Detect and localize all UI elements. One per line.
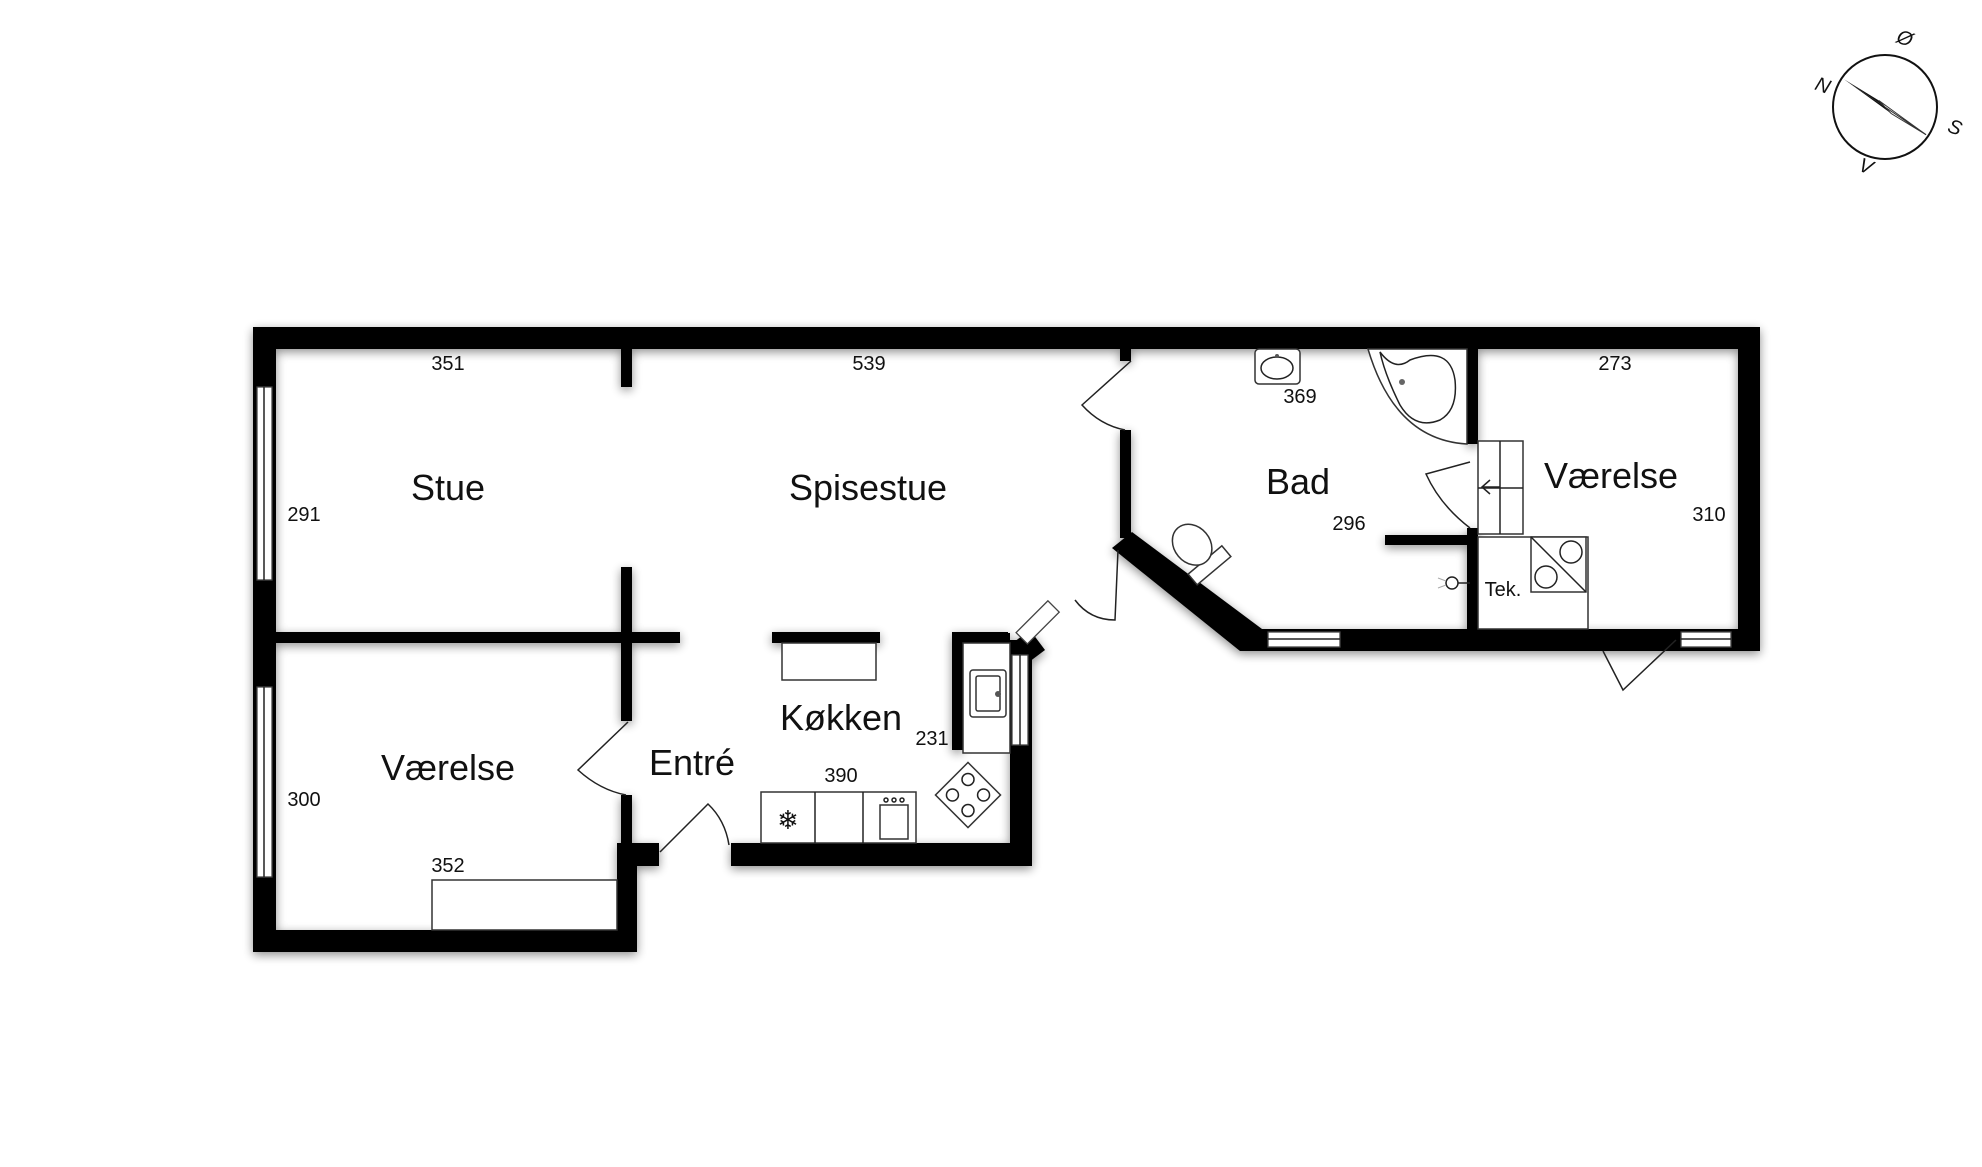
- fixtures: ❄: [431, 348, 1589, 931]
- dim-vaerelse-left-depth: 300: [287, 789, 320, 811]
- closet-icon: [1477, 440, 1524, 535]
- room-stue: Stue: [411, 467, 485, 508]
- room-labels: Stue Spisestue Værelse Entré Køkken Bad …: [381, 455, 1678, 788]
- door-swing-bad: [1424, 461, 1471, 529]
- walls: [253, 327, 1760, 952]
- dim-bad-width: 369: [1283, 386, 1316, 408]
- compass-north: N: [1812, 73, 1834, 99]
- dim-kokken-depth: 231: [915, 728, 948, 750]
- compass-east: Ø: [1893, 26, 1917, 53]
- room-vaerelse-right: Værelse: [1544, 455, 1678, 496]
- dim-stue-width: 351: [431, 353, 464, 375]
- arrow-left-icon: [1480, 479, 1500, 495]
- dim-spisestue-width: 539: [852, 353, 885, 375]
- door-swing-entre: [659, 802, 730, 853]
- windows: [256, 386, 1732, 878]
- door-swing-kitchen-diag: [1074, 549, 1119, 621]
- dishwasher-icon: [879, 804, 909, 840]
- room-kokken: Køkken: [780, 697, 902, 738]
- kitchen-island: [781, 642, 877, 681]
- fridge-icon: ❄: [777, 805, 799, 835]
- room-spisestue: Spisestue: [789, 467, 947, 508]
- corner-bath-icon: [1366, 348, 1468, 445]
- dim-vaerelse-right-width: 273: [1598, 353, 1631, 375]
- room-tek: Tek.: [1485, 579, 1522, 601]
- bed-icon: [431, 879, 618, 931]
- window-kitchen-diag: [1015, 599, 1061, 645]
- compass-south: S: [1945, 115, 1966, 140]
- compass-west: V: [1856, 154, 1878, 180]
- dim-vaerelse-right-depth: 310: [1692, 504, 1725, 526]
- doors: [576, 360, 1677, 853]
- room-entre: Entré: [649, 742, 735, 783]
- dimension-labels: 351 291 539 300 352 390 231 369 296 273 …: [287, 353, 1725, 877]
- door-swing-vaerelse-right: [1602, 639, 1677, 692]
- dim-vaerelse-left-width: 352: [431, 855, 464, 877]
- room-vaerelse-left: Værelse: [381, 747, 515, 788]
- washing-machine-icon: [1530, 536, 1587, 593]
- dim-kokken-width: 390: [824, 765, 857, 787]
- washbasin-icon: [1254, 348, 1301, 385]
- stove-icon: [934, 761, 1002, 829]
- door-swing-hall: [1080, 360, 1132, 431]
- dim-bad-depth: 296: [1332, 513, 1365, 535]
- room-bad: Bad: [1266, 461, 1330, 502]
- shower-head-icon: [1437, 576, 1470, 590]
- door-swing-vaerelse-left: [576, 721, 629, 796]
- dim-stue-depth: 291: [287, 504, 320, 526]
- compass: N Ø S V: [1812, 26, 1965, 181]
- toilet-icon: [1171, 523, 1232, 586]
